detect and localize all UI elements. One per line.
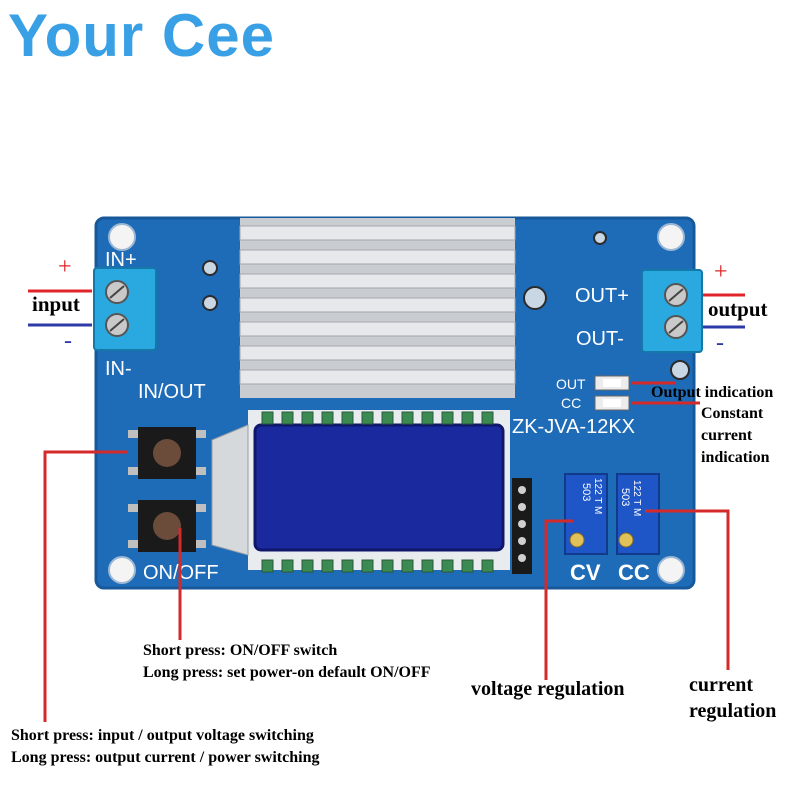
- lcd-display: [248, 410, 510, 573]
- voltage-regulation-label: voltage regulation: [471, 678, 625, 700]
- inout-short-press: Short press: input / output voltage swit…: [11, 727, 314, 744]
- led-indicators: [594, 375, 630, 411]
- output-indication-label: Output indication: [651, 384, 774, 401]
- cv-potentiometer: [564, 473, 608, 555]
- output-plus-sign: +: [714, 259, 728, 285]
- header-pins: [512, 478, 532, 574]
- leader-lines: [43, 381, 730, 722]
- silk-out-led: OUT: [556, 376, 586, 392]
- current-regulation-line2: regulation: [689, 700, 777, 722]
- silk-model: ZK-JVA-12KX: [512, 416, 635, 438]
- pot-right-sub: 122 T M: [631, 480, 642, 516]
- silk-cc: CC: [618, 560, 650, 585]
- silk-out-minus: OUT-: [576, 328, 624, 350]
- input-minus-sign: -: [64, 328, 72, 354]
- onoff-short-press: Short press: ON/OFF switch: [143, 642, 338, 659]
- heatsink: [239, 218, 516, 398]
- output-terminal: [641, 269, 703, 353]
- output-label: output: [708, 297, 768, 321]
- pot-left-code: 503: [580, 483, 592, 501]
- cc-indication-line3: indication: [701, 449, 770, 466]
- input-terminal: [93, 267, 157, 351]
- cc-potentiometer: [616, 473, 660, 555]
- onoff-button: [128, 500, 206, 552]
- cc-indication-line1: Constant: [701, 405, 764, 422]
- input-label: input: [32, 292, 80, 316]
- silk-in-plus: IN+: [105, 249, 137, 271]
- silk-in-out: IN/OUT: [138, 381, 206, 403]
- inout-button: [128, 427, 206, 479]
- current-regulation-line1: current: [689, 674, 754, 696]
- silk-out-plus: OUT+: [575, 285, 629, 307]
- silk-cv: CV: [570, 560, 601, 585]
- onoff-long-press: Long press: set power-on default ON/OFF: [143, 664, 431, 681]
- inout-long-press: Long press: output current / power switc…: [11, 749, 320, 766]
- input-plus-sign: +: [58, 254, 72, 280]
- pot-right-code: 503: [619, 488, 631, 506]
- silk-in-minus: IN-: [105, 358, 132, 380]
- output-minus-sign: -: [716, 330, 724, 356]
- cc-indication-line2: current: [701, 427, 753, 444]
- pot-left-sub: 122 T M: [592, 478, 603, 514]
- mounting-holes: [108, 223, 685, 584]
- silk-cc-led: CC: [561, 395, 581, 411]
- brand-logo: Your Cee: [8, 2, 275, 69]
